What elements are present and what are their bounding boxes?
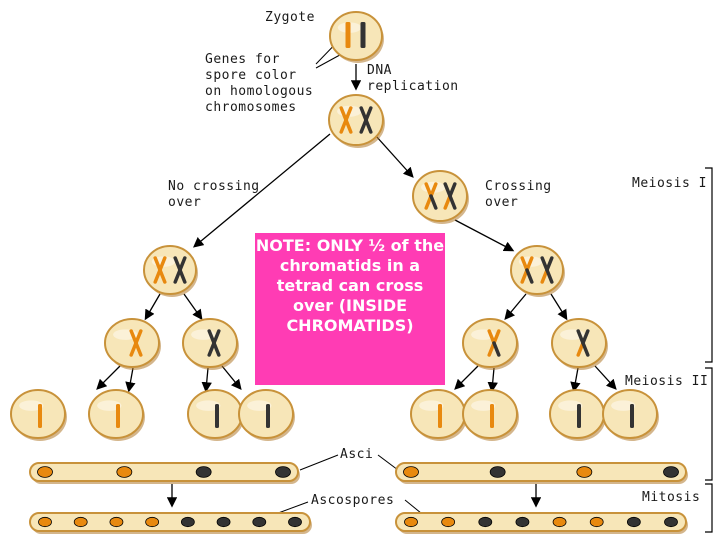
arrow	[183, 293, 203, 321]
arrow	[504, 293, 527, 320]
ascus-8-left	[29, 512, 312, 534]
arrow	[454, 365, 479, 390]
arrow	[221, 365, 242, 391]
meiosis-1-left-cell	[143, 245, 198, 297]
meiosis-2-cell-2	[182, 318, 239, 370]
ascospore	[515, 516, 530, 528]
ascospore	[576, 466, 593, 478]
ascospore	[73, 516, 88, 528]
ascospore	[403, 466, 419, 478]
zygote-cell	[329, 11, 384, 63]
haploid-cell-5	[410, 389, 467, 441]
haploid-cell-8	[602, 389, 659, 441]
haploid-cell-6	[462, 389, 519, 441]
arrow	[201, 367, 212, 393]
ascospore	[275, 466, 291, 478]
ascus-8-right	[395, 512, 688, 534]
asci-label: Asci	[340, 447, 374, 462]
replicated-cell	[328, 94, 385, 148]
ascus-4-left	[29, 462, 300, 484]
meiosis-1-bracket	[705, 167, 713, 363]
haploid-cell-2	[88, 389, 145, 441]
ascospore	[37, 466, 53, 478]
ascospores-label: Ascospores	[311, 493, 395, 508]
arrow	[487, 367, 498, 393]
ascospore	[288, 516, 302, 528]
ascospore	[109, 516, 124, 528]
crossing-over-label: Crossing over	[485, 179, 552, 210]
ascospore	[195, 466, 212, 478]
meiosis-1-label: Meiosis I	[632, 176, 707, 191]
genes-label: Genes for spore color on homologous chro…	[205, 52, 314, 115]
ascospore	[116, 466, 133, 478]
meiosis-2-label: Meiosis II	[625, 374, 709, 389]
ascospore	[404, 516, 418, 528]
ascospore	[552, 516, 567, 528]
no-crossing-over-label: No crossing over	[168, 179, 260, 210]
arrow	[570, 367, 581, 393]
ascospore	[489, 466, 506, 478]
no-crossing-arrow	[192, 133, 331, 248]
arrow	[550, 293, 568, 321]
crossing-over-cell	[412, 170, 469, 224]
arrows	[96, 33, 617, 523]
mitosis-label: Mitosis	[642, 490, 701, 505]
ascospore	[663, 466, 679, 478]
arrow	[96, 365, 121, 390]
stage-brackets	[705, 167, 713, 533]
haploid-cell-7	[549, 389, 606, 441]
asci-pointer-line	[299, 454, 339, 471]
arrow	[144, 293, 161, 321]
haploid-cell-1	[10, 389, 67, 441]
haploid-cell-4	[238, 389, 295, 441]
zygote-label: Zygote	[265, 10, 315, 25]
asci-pointer-line	[377, 454, 399, 471]
ascospore	[180, 516, 195, 528]
arrow	[125, 367, 136, 393]
meiosis-2-bracket	[705, 367, 713, 481]
cells	[10, 11, 659, 441]
ascospore	[589, 516, 604, 528]
note-box: NOTE: ONLY ½ of the chromatids in a tetr…	[255, 233, 445, 385]
ascospore	[216, 516, 231, 528]
mitosis-bracket	[705, 483, 713, 533]
ascospore	[478, 516, 493, 528]
ascospore	[626, 516, 641, 528]
crossing-down-arrow	[454, 219, 515, 252]
dna-replication-label: DNA replication	[367, 63, 459, 94]
asci	[29, 462, 688, 534]
ascospore	[38, 516, 52, 528]
ascospore	[441, 516, 456, 528]
meiosis-2-cell-1	[104, 318, 161, 370]
ascus-4-right	[395, 462, 688, 484]
ascospore	[145, 516, 160, 528]
ascospore	[664, 516, 678, 528]
crossing-arrow	[375, 135, 414, 178]
meiosis-2-cell-3	[462, 318, 519, 370]
ascospore	[252, 516, 267, 528]
meiosis-1-right-cell	[510, 245, 565, 297]
haploid-cell-3	[187, 389, 244, 441]
arrow	[594, 365, 617, 390]
meiosis-2-cell-4	[551, 318, 608, 370]
